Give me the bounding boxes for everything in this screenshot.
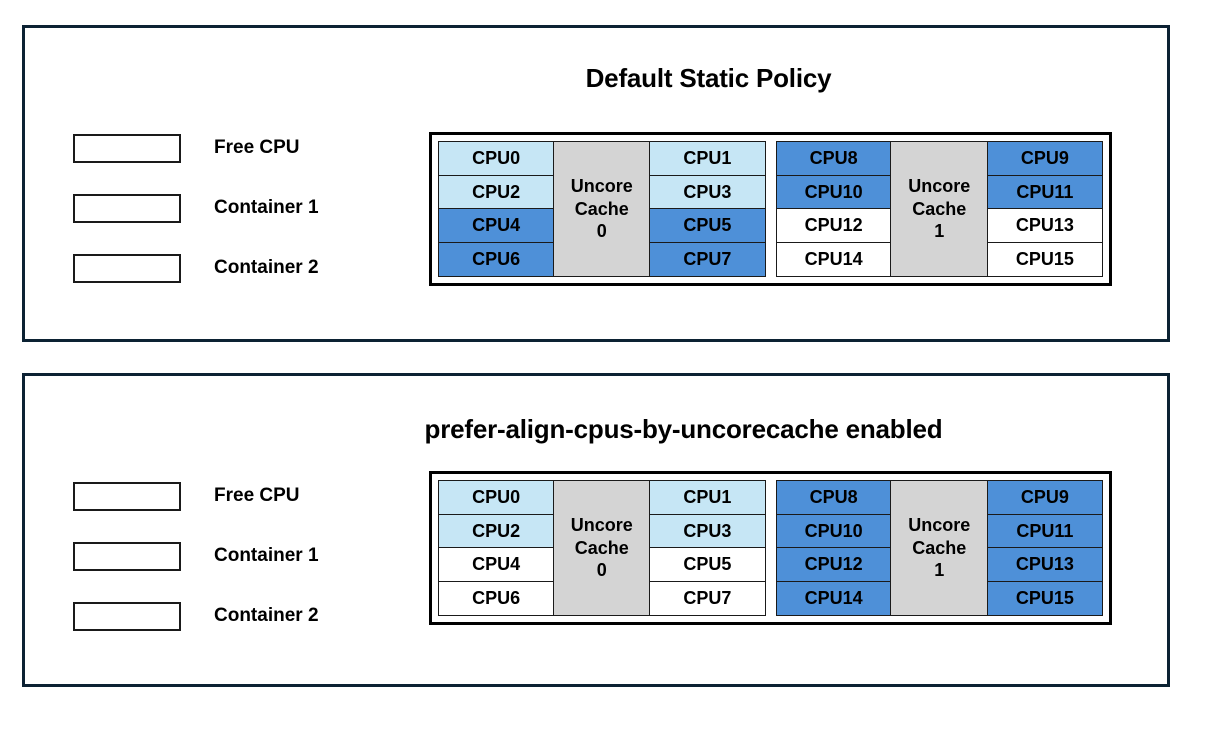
legend-swatch-container-2 <box>73 601 181 631</box>
uncore-cache-label-line1: Uncore <box>570 515 633 536</box>
cpu-topology-diagram: CPU0 CPU2 CPU4 CPU6 Uncore Cache 0 CPU1 … <box>429 471 1112 625</box>
cpu-column-right: CPU9 CPU11 CPU13 CPU15 <box>986 480 1103 616</box>
cpu-cell: CPU3 <box>649 513 766 549</box>
legend-swatch-free-cpu <box>73 481 181 511</box>
legend-label-free-cpu: Free CPU <box>214 137 300 158</box>
cpu-cell: CPU7 <box>649 580 766 616</box>
cpu-cell: CPU12 <box>775 208 892 244</box>
legend-item-free-cpu: Free CPU <box>73 118 319 178</box>
legend-swatch-container-1 <box>73 193 181 223</box>
uncore-cache-label-line2: Cache <box>912 537 967 558</box>
uncore-cache-index: 1 <box>934 221 945 242</box>
legend-label-container-2: Container 2 <box>214 605 319 626</box>
cache-group-0: CPU0 CPU2 CPU4 CPU6 Uncore Cache 0 CPU1 … <box>438 141 766 277</box>
uncore-cache-index: 0 <box>596 560 607 581</box>
cpu-column-right: CPU1 CPU3 CPU5 CPU7 <box>649 141 766 277</box>
legend: Free CPU Container 1 Container 2 <box>73 118 319 298</box>
cpu-cell: CPU14 <box>775 580 892 616</box>
cpu-cell: CPU8 <box>775 480 892 516</box>
cpu-cell: CPU0 <box>438 141 555 177</box>
uncore-cache-label-line2: Cache <box>574 537 629 558</box>
cpu-cell: CPU5 <box>649 547 766 583</box>
uncore-cache-label-line2: Cache <box>574 198 629 219</box>
uncore-cache-index: 0 <box>596 221 607 242</box>
uncore-cache-label-line2: Cache <box>912 198 967 219</box>
legend-item-container-1: Container 1 <box>73 178 319 238</box>
uncore-cache-box-1: Uncore Cache 1 <box>890 480 989 616</box>
uncore-cache-box-0: Uncore Cache 0 <box>552 480 651 616</box>
cache-group-1: CPU8 CPU10 CPU12 CPU14 Uncore Cache 1 CP… <box>775 480 1103 616</box>
legend-item-container-2: Container 2 <box>73 586 319 646</box>
cpu-cell: CPU3 <box>649 174 766 210</box>
uncore-cache-box-1: Uncore Cache 1 <box>890 141 989 277</box>
cpu-cell: CPU10 <box>775 174 892 210</box>
legend-item-container-1: Container 1 <box>73 526 319 586</box>
cpu-cell: CPU13 <box>986 547 1103 583</box>
legend-swatch-container-1 <box>73 541 181 571</box>
cpu-cell: CPU2 <box>438 513 555 549</box>
cpu-cell: CPU9 <box>986 141 1103 177</box>
cpu-cell: CPU12 <box>775 547 892 583</box>
cpu-cell: CPU1 <box>649 141 766 177</box>
panel-prefer-align-cpus-by-uncorecache: prefer-align-cpus-by-uncorecache enabled… <box>22 373 1170 687</box>
cpu-column-left: CPU8 CPU10 CPU12 CPU14 <box>775 480 892 616</box>
uncore-cache-index: 1 <box>934 560 945 581</box>
cpu-cell: CPU13 <box>986 208 1103 244</box>
cache-group-0: CPU0 CPU2 CPU4 CPU6 Uncore Cache 0 CPU1 … <box>438 480 766 616</box>
cpu-cell: CPU15 <box>986 580 1103 616</box>
uncore-cache-box-0: Uncore Cache 0 <box>552 141 651 277</box>
cpu-topology-diagram: CPU0 CPU2 CPU4 CPU6 Uncore Cache 0 CPU1 … <box>429 132 1112 286</box>
cpu-cell: CPU6 <box>438 241 555 277</box>
cpu-cell: CPU15 <box>986 241 1103 277</box>
page-title: Default Static Policy <box>585 63 832 93</box>
page-title: prefer-align-cpus-by-uncorecache enabled <box>424 414 943 444</box>
uncore-cache-label-line1: Uncore <box>908 515 971 536</box>
cpu-cell: CPU0 <box>438 480 555 516</box>
cpu-cell: CPU2 <box>438 174 555 210</box>
legend: Free CPU Container 1 Container 2 <box>73 466 319 646</box>
cpu-column-right: CPU9 CPU11 CPU13 CPU15 <box>986 141 1103 277</box>
cpu-cell: CPU11 <box>986 174 1103 210</box>
cache-group-1: CPU8 CPU10 CPU12 CPU14 Uncore Cache 1 CP… <box>775 141 1103 277</box>
cpu-cell: CPU7 <box>649 241 766 277</box>
cpu-cell: CPU11 <box>986 513 1103 549</box>
legend-label-free-cpu: Free CPU <box>214 485 300 506</box>
uncore-cache-label-line1: Uncore <box>908 176 971 197</box>
legend-item-container-2: Container 2 <box>73 238 319 298</box>
cpu-cell: CPU8 <box>775 141 892 177</box>
cpu-column-left: CPU0 CPU2 CPU4 CPU6 <box>438 480 555 616</box>
legend-swatch-free-cpu <box>73 133 181 163</box>
cpu-cell: CPU9 <box>986 480 1103 516</box>
cpu-cell: CPU10 <box>775 513 892 549</box>
legend-label-container-2: Container 2 <box>214 257 319 278</box>
cpu-cell: CPU14 <box>775 241 892 277</box>
cpu-cell: CPU6 <box>438 580 555 616</box>
cpu-cell: CPU4 <box>438 208 555 244</box>
cpu-cell: CPU5 <box>649 208 766 244</box>
cpu-column-left: CPU0 CPU2 CPU4 CPU6 <box>438 141 555 277</box>
panel-default-static-policy: Default Static Policy Free CPU Container… <box>22 25 1170 342</box>
legend-item-free-cpu: Free CPU <box>73 466 319 526</box>
legend-label-container-1: Container 1 <box>214 197 319 218</box>
cpu-cell: CPU4 <box>438 547 555 583</box>
legend-swatch-container-2 <box>73 253 181 283</box>
legend-label-container-1: Container 1 <box>214 545 319 566</box>
cpu-cell: CPU1 <box>649 480 766 516</box>
cpu-column-right: CPU1 CPU3 CPU5 CPU7 <box>649 480 766 616</box>
cpu-column-left: CPU8 CPU10 CPU12 CPU14 <box>775 141 892 277</box>
uncore-cache-label-line1: Uncore <box>570 176 633 197</box>
